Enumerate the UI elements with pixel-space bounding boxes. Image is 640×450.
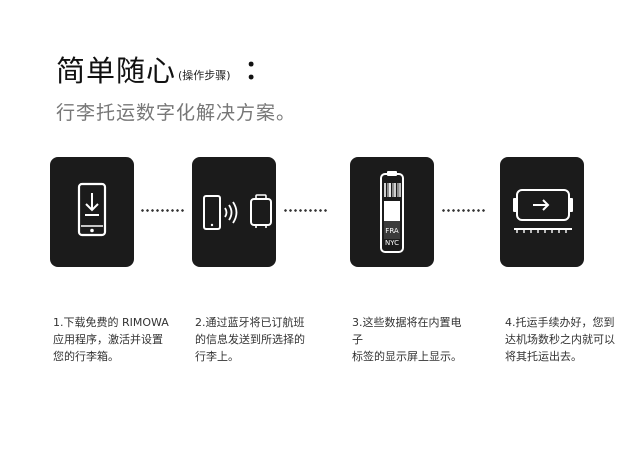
step-4-tile: [500, 157, 584, 267]
page-subtitle: 行李托运数字化解决方案。: [56, 102, 297, 124]
step-1-line-2: 应用程序，激活并设置: [53, 333, 163, 346]
step-2-text: 2.通过蓝牙将已订航班 的信息发送到所选择的 行李上。: [195, 314, 317, 365]
step-3-tile: FRA NYC: [350, 157, 434, 267]
step-4-line-3: 将其托运出去。: [505, 350, 582, 363]
phone-download-icon: [77, 182, 107, 237]
step-connector-1: [140, 209, 186, 212]
step-3-line-1: 3.这些数据将在内置电 子: [352, 316, 462, 346]
step-2-tile: [192, 157, 276, 267]
step-4-text: 4.托运手续办好，您到 达机场数秒之内就可以 将其托运出去。: [505, 314, 627, 365]
step-1-line-1: 1.下载免费的 RIMOWA: [53, 316, 169, 329]
step-connector-2: [283, 209, 329, 212]
title-row: 简单随心 (操作步骤) ：: [56, 54, 271, 88]
step-connector-3: [441, 209, 487, 212]
step-2-line-1: 2.通过蓝牙将已订航班: [195, 316, 305, 329]
title-note: (操作步骤): [178, 69, 231, 82]
step-1-text: 1.下载免费的 RIMOWA 应用程序，激活并设置 您的行李箱。: [53, 314, 175, 365]
step-1-tile: [50, 157, 134, 267]
tag-origin: FRA: [385, 227, 399, 235]
step-1-line-3: 您的行李箱。: [53, 350, 119, 363]
step-4-line-1: 4.托运手续办好，您到: [505, 316, 615, 329]
step-2-line-3: 行李上。: [195, 350, 239, 363]
step-3-line-2: 标签的显示屏上显示。: [352, 350, 462, 363]
step-2-line-2: 的信息发送到所选择的: [195, 333, 305, 346]
luggage-checkin-icon: [513, 189, 573, 233]
tag-destination: NYC: [385, 239, 399, 247]
page-title: 简单随心: [56, 54, 177, 88]
luggage-tag-icon: FRA NYC: [380, 171, 404, 253]
phone-bluetooth-suitcase-icon: [203, 194, 272, 230]
title-colon: ：: [244, 56, 271, 86]
step-3-text: 3.这些数据将在内置电 子 标签的显示屏上显示。: [352, 314, 474, 365]
step-4-line-2: 达机场数秒之内就可以: [505, 333, 615, 346]
